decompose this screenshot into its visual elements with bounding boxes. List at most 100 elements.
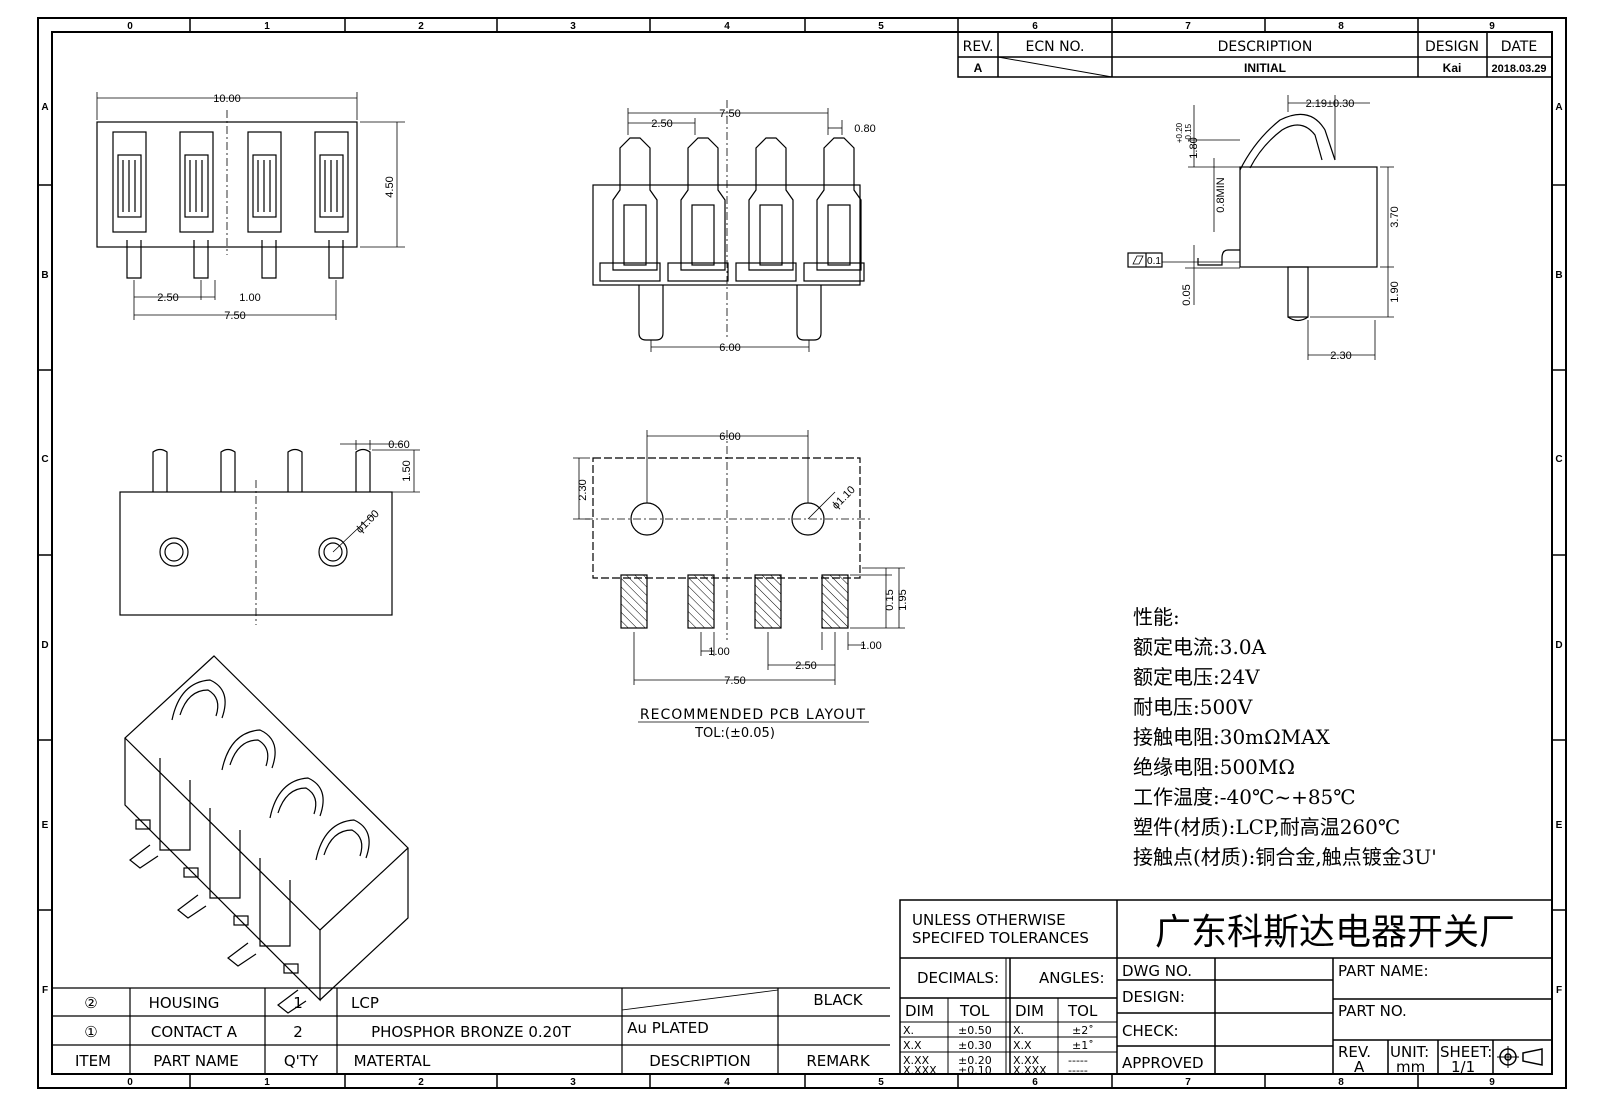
- side-spring-offset-dim: 2.19±0.30: [1306, 98, 1355, 110]
- bom-item: ②: [84, 994, 97, 1012]
- projection-symbol: [1497, 1046, 1543, 1068]
- dec-row-dim: X.: [903, 1024, 914, 1037]
- front-pitch-dim: 2.50: [651, 118, 672, 130]
- col-label: 5: [878, 1077, 884, 1088]
- pcb-layout-title: RECOMMENDED PCB LAYOUT: [640, 707, 866, 723]
- spec-line: 额定电流:3.0A: [1133, 635, 1267, 659]
- decimals-label: DECIMALS:: [917, 969, 999, 987]
- ang-dim-header: DIM: [1015, 1002, 1044, 1020]
- bom-description: Au PLATED: [627, 1019, 709, 1037]
- pcb-hole-dia-dim: ϕ1.10: [830, 484, 858, 512]
- col-label: 5: [878, 21, 884, 32]
- col-label: 3: [570, 1077, 576, 1088]
- bom-table: ② HOUSING 1 LCP BLACK ① CONTACT A 2 PHOS…: [52, 987, 890, 1074]
- sheet-value: 1/1: [1451, 1058, 1475, 1076]
- row-label: E: [1556, 820, 1563, 831]
- tolerance-note-1: UNLESS OTHERWISE: [912, 911, 1066, 929]
- pcb-pad-gap-dim: 0.15: [884, 589, 896, 610]
- col-label: 1: [264, 1077, 270, 1088]
- side-min-height-dim: 0.8MIN: [1215, 177, 1227, 213]
- side-body-height-dim: 3.70: [1389, 206, 1401, 227]
- rev-value: A: [1354, 1058, 1365, 1076]
- description-header: DESCRIPTION: [1218, 39, 1313, 55]
- side-peg-height-dim: 1.90: [1389, 281, 1401, 302]
- col-label: 4: [724, 1077, 730, 1088]
- front-contact-width-dim: 0.80: [854, 123, 875, 135]
- top-view: [96, 92, 405, 320]
- design-header: DESIGN: [1425, 39, 1479, 55]
- part-name-label: PART NAME:: [1338, 962, 1429, 980]
- bom-header-part-name: PART NAME: [153, 1052, 239, 1070]
- col-label: 8: [1338, 21, 1344, 32]
- row-label: C: [1555, 454, 1562, 465]
- bom-header-qty: Q'TY: [284, 1052, 319, 1070]
- col-label: 0: [127, 1077, 133, 1088]
- dec-row-dim: X.XX: [903, 1054, 930, 1067]
- front-contacts: [599, 137, 865, 282]
- bom-qty: 2: [293, 1023, 303, 1041]
- side-travel-tol-minus: -0.15: [1184, 123, 1193, 142]
- terminal-tails: [126, 240, 344, 279]
- isometric-view: [124, 655, 409, 1014]
- front-view: [592, 100, 865, 352]
- pcb-pads: [620, 574, 849, 629]
- rev-label: REV.: [1338, 1043, 1371, 1061]
- spec-line: 耐电压:500V: [1133, 695, 1253, 719]
- dwg-no-label: DWG NO.: [1122, 962, 1192, 980]
- bom-qty: 1: [293, 994, 303, 1012]
- revision-block: REV. ECN NO. DESCRIPTION DESIGN DATE A I…: [957, 31, 1553, 78]
- dec-row-tol: ±0.30: [958, 1039, 992, 1052]
- pcb-pad-length-dim: 1.95: [897, 589, 909, 610]
- spec-line: 绝缘电阻:500MΩ: [1133, 755, 1295, 779]
- ang-row-tol: ±2˚: [1072, 1024, 1094, 1037]
- col-label: 9: [1489, 21, 1495, 32]
- ang-row-dim: X.X: [1013, 1039, 1032, 1052]
- side-peg-width-dim: 2.30: [1330, 350, 1351, 362]
- angles-label: ANGLES:: [1039, 969, 1105, 987]
- unit-value: mm: [1396, 1058, 1425, 1076]
- spec-line: 接触电阻:30mΩMAX: [1133, 725, 1331, 749]
- bom-part-name: CONTACT A: [151, 1023, 238, 1041]
- top-span-dim: 7.50: [224, 310, 245, 322]
- col-label: 7: [1185, 1077, 1191, 1088]
- design-label: DESIGN:: [1122, 988, 1185, 1006]
- bottom-view: [119, 440, 420, 625]
- col-label: 2: [418, 21, 424, 32]
- contact-group: [112, 131, 349, 233]
- date-header: DATE: [1501, 39, 1537, 55]
- side-coplanarity-dim: 0.05: [1181, 284, 1193, 305]
- pcb-pad-width-dim: 1.00: [708, 646, 729, 658]
- col-label: 0: [127, 21, 133, 32]
- pcb-hole-spacing-dim: 6.00: [719, 431, 740, 443]
- bom-remark: BLACK: [813, 991, 863, 1009]
- bom-part-name: HOUSING: [149, 994, 220, 1012]
- dec-tol-header: TOL: [959, 1002, 990, 1020]
- zone-labels: 0 1 2 3 4 5 6 7 8 9 0 1 2 3 4 5 6 7 8 9 …: [41, 21, 1562, 1088]
- bottom-pin-width-dim: 0.60: [388, 439, 409, 451]
- unit-label: UNIT:: [1390, 1043, 1429, 1061]
- row-label: E: [42, 820, 49, 831]
- description-value: INITIAL: [1244, 61, 1286, 75]
- check-label: CHECK:: [1122, 1022, 1179, 1040]
- part-no-label: PART NO.: [1338, 1002, 1407, 1020]
- bom-header-material: MATERTAL: [354, 1052, 431, 1070]
- top-pitch-dim: 2.50: [157, 292, 178, 304]
- top-width-dim: 10.00: [213, 93, 241, 105]
- bom-header-remark: REMARK: [806, 1052, 871, 1070]
- spec-line: 塑件(材质):LCP,耐高温260℃: [1133, 815, 1400, 839]
- dec-row-tol: ±0.20: [958, 1054, 992, 1067]
- row-label: F: [42, 985, 48, 996]
- spec-line: 接触点(材质):铜合金,触点镀金3U': [1133, 845, 1437, 869]
- col-label: 6: [1032, 21, 1038, 32]
- row-label: A: [41, 102, 48, 113]
- design-value: Kai: [1443, 61, 1462, 75]
- ang-row-tol: -----: [1068, 1064, 1088, 1077]
- rev-header: REV.: [963, 39, 994, 55]
- spec-heading: 性能:: [1133, 605, 1180, 629]
- dec-row-dim: X.XXX: [903, 1064, 937, 1077]
- approved-label: APPROVED: [1122, 1054, 1204, 1072]
- front-bosses: [638, 285, 822, 341]
- ang-row-dim: X.XXX: [1013, 1064, 1047, 1077]
- side-flatness-value: 0.1: [1147, 256, 1161, 267]
